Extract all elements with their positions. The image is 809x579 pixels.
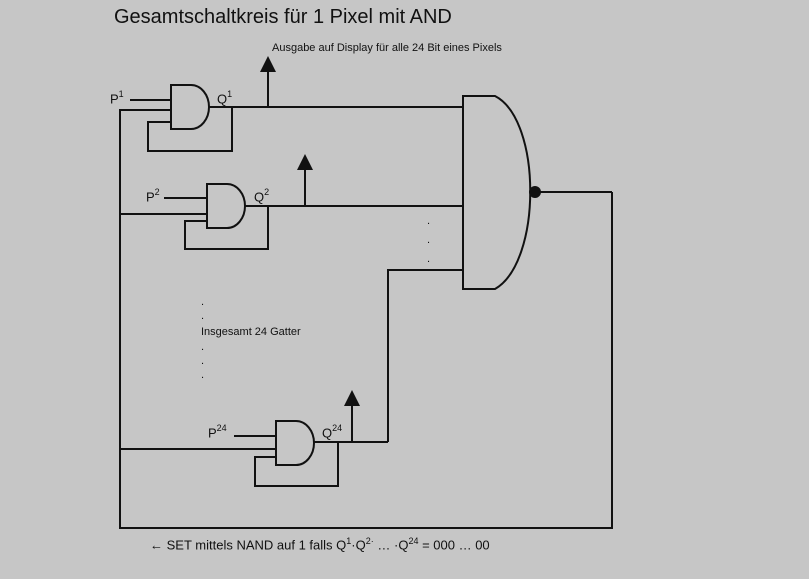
input-label-text: P (146, 189, 155, 205)
nand-gate (462, 95, 532, 290)
output-label-text: Q (254, 189, 265, 205)
and-gate-1 (170, 84, 210, 130)
input-index: 1 (118, 89, 124, 99)
output-label-q1: Q1 (217, 89, 233, 107)
output-label-q2: Q2 (254, 187, 270, 205)
set-note-result: = 000 … 00 (418, 537, 490, 553)
input-label-p2: P2 (146, 187, 160, 205)
output-index: 24 (332, 423, 343, 433)
vertical-ellipsis-top: . . (201, 296, 205, 322)
input-label-p1: P1 (110, 89, 124, 107)
output-index: 2 (264, 187, 270, 197)
input-label-text: P (110, 91, 119, 107)
input-index: 24 (216, 423, 227, 433)
nand-inversion-bubble (529, 186, 541, 198)
set-note-sup-1: 1 (346, 536, 352, 546)
page-title: Gesamtschaltkreis für 1 Pixel mit AND (114, 6, 452, 28)
set-wire (119, 109, 613, 529)
route-wire-q24 (387, 269, 463, 442)
set-note-sup-2: 2· (365, 536, 374, 546)
set-note-q2: Q (355, 537, 366, 553)
left-arrow-icon: ← (150, 537, 163, 553)
output-label-text: Q (322, 425, 333, 441)
output-label-text: Q (217, 91, 228, 107)
and-gate-24 (275, 420, 315, 466)
input-label-text: P (208, 425, 217, 441)
gate-count-note: Insgesamt 24 Gatter (201, 326, 301, 338)
input-label-p24: P24 (208, 423, 227, 441)
output-label-q24: Q24 (322, 423, 343, 441)
set-note-dot: · (351, 537, 356, 553)
set-note-sup-3: 24 (408, 536, 419, 546)
input-index: 2 (154, 187, 160, 197)
feedback-wire-24 (254, 441, 339, 487)
feedback-wire-1 (147, 106, 233, 152)
set-note-text: SET mittels NAND auf 1 falls Q (166, 537, 347, 553)
and-gate-2 (206, 183, 246, 229)
set-note-ellipsis: … ·Q (373, 537, 409, 553)
vertical-ellipsis-nand: . . . (427, 215, 431, 265)
output-index: 1 (227, 89, 233, 99)
output-note: Ausgabe auf Display für alle 24 Bit eine… (272, 42, 502, 54)
feedback-wire-2 (184, 205, 269, 250)
set-note: ← SET mittels NAND auf 1 falls Q1·Q2· … … (150, 536, 490, 552)
vertical-ellipsis-bottom: . . . (201, 341, 205, 381)
